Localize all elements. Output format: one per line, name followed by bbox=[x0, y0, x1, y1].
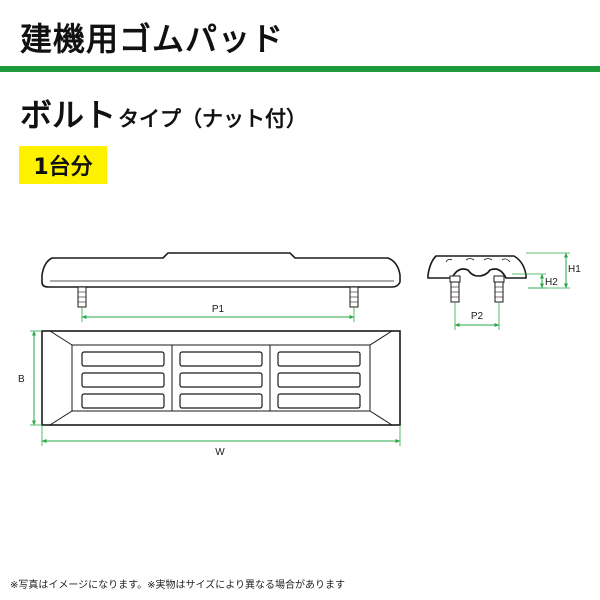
dimension-h2-label: H2 bbox=[545, 277, 558, 288]
top-view: B W bbox=[18, 330, 401, 458]
type-heading: ボルトタイプ（ナット付） bbox=[20, 90, 307, 136]
type-heading-main: ボルト bbox=[20, 96, 117, 134]
quantity-badge: 1台分 bbox=[19, 146, 107, 184]
dimension-h2: H2 bbox=[512, 273, 558, 289]
dimension-p2: P2 bbox=[454, 302, 500, 330]
slot-group-center bbox=[179, 351, 263, 409]
dimension-p1-label: P1 bbox=[212, 304, 225, 315]
side-view-bolt-right bbox=[349, 286, 359, 308]
dimension-w: W bbox=[41, 425, 401, 458]
type-heading-sub: タイプ（ナット付） bbox=[118, 107, 308, 131]
dimension-p2-label: P2 bbox=[471, 311, 484, 322]
dimension-p1: P1 bbox=[81, 304, 355, 322]
end-view: P2 H1 H2 bbox=[427, 252, 581, 330]
side-view-bolt-left bbox=[77, 286, 87, 308]
footer-disclaimer: ※写真はイメージになります。※実物はサイズにより異なる場合があります bbox=[10, 580, 346, 591]
dimension-w-label: W bbox=[215, 447, 225, 458]
end-view-bolt-left bbox=[450, 281, 460, 303]
header-accent-bar bbox=[0, 66, 600, 72]
end-view-bolt-right bbox=[494, 281, 504, 303]
side-view: P1 bbox=[41, 252, 401, 322]
dimension-h1-label: H1 bbox=[568, 264, 581, 275]
end-view-body bbox=[427, 255, 527, 279]
slot-group-left bbox=[81, 351, 165, 409]
dimension-b-label: B bbox=[18, 374, 25, 385]
top-view-outline bbox=[41, 330, 401, 426]
dimension-b: B bbox=[18, 330, 42, 426]
slot-group-right bbox=[277, 351, 361, 409]
product-title: 建機用ゴムパッド bbox=[20, 20, 285, 58]
side-view-body bbox=[41, 252, 401, 288]
